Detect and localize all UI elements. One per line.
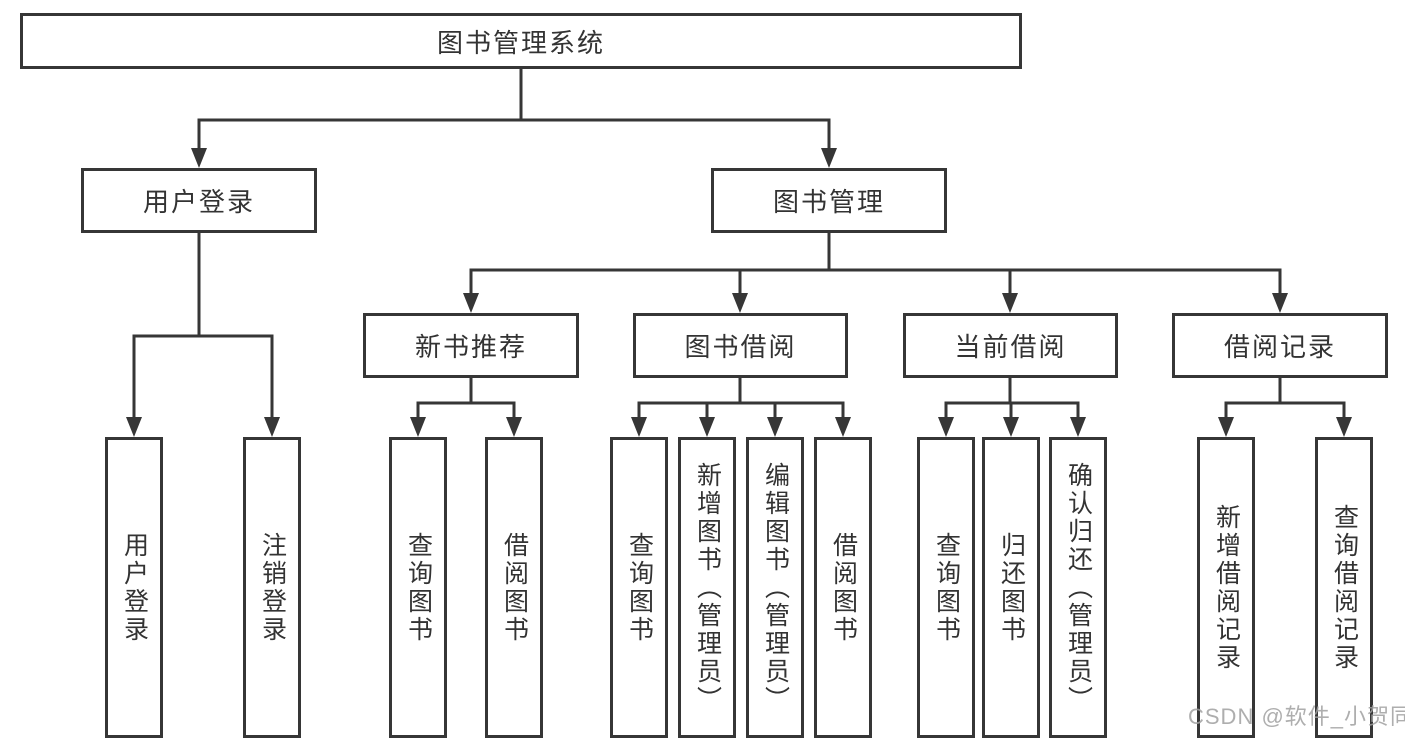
arrow-icon (1272, 293, 1288, 313)
edge-borrowrecord-to-leaves (1224, 401, 1346, 420)
arrow-icon (1002, 293, 1018, 313)
arrow-icon (938, 417, 954, 437)
edge-newbook-to-leaves (416, 401, 516, 420)
node-leaf-query-books-borrow: 查询图书 (610, 437, 668, 738)
node-leaf-return-books: 归还图书 (982, 437, 1040, 738)
node-user-login: 用户登录 (81, 168, 317, 233)
arrow-icon (1336, 417, 1352, 437)
arrow-icon (1070, 417, 1086, 437)
arrow-icon (821, 148, 837, 168)
arrow-icon (631, 417, 647, 437)
node-current-borrowing: 当前借阅 (903, 313, 1118, 378)
arrow-icon (506, 417, 522, 437)
arrow-icon (732, 293, 748, 313)
node-leaf-query-books-recommend: 查询图书 (389, 437, 447, 738)
node-book-management: 图书管理 (711, 168, 947, 233)
node-root: 图书管理系统 (20, 13, 1022, 69)
edge-userlogin-to-leaves (132, 334, 274, 420)
arrow-icon (126, 417, 142, 437)
arrow-icon (835, 417, 851, 437)
node-new-book-recommend: 新书推荐 (363, 313, 579, 378)
node-leaf-add-borrow-record: 新增借阅记录 (1197, 437, 1255, 738)
node-leaf-borrow-books: 借阅图书 (814, 437, 872, 738)
node-leaf-add-book-admin: 新增图书（管理员） (678, 437, 736, 738)
arrow-icon (191, 148, 207, 168)
node-borrowing-records: 借阅记录 (1172, 313, 1388, 378)
arrow-icon (767, 417, 783, 437)
arrow-icon (699, 417, 715, 437)
node-leaf-borrow-books-recommend: 借阅图书 (485, 437, 543, 738)
edge-bookborrow-to-leaves (637, 401, 845, 420)
edge-bookmgmt-to-level3 (469, 268, 1282, 296)
node-leaf-user-login: 用户登录 (105, 437, 163, 738)
node-leaf-query-borrow-record: 查询借阅记录 (1315, 437, 1373, 738)
arrow-icon (1218, 417, 1234, 437)
arrow-icon (264, 417, 280, 437)
watermark: CSDN @软件_小贺同学 (1188, 704, 1405, 729)
node-leaf-confirm-return-admin: 确认归还（管理员） (1049, 437, 1107, 738)
arrow-icon (463, 293, 479, 313)
node-leaf-logout: 注销登录 (243, 437, 301, 738)
arrow-icon (1003, 417, 1019, 437)
edge-root-to-level2 (197, 118, 831, 150)
arrow-icon (410, 417, 426, 437)
node-leaf-edit-book-admin: 编辑图书（管理员） (746, 437, 804, 738)
node-leaf-query-books-current: 查询图书 (917, 437, 975, 738)
node-book-borrowing: 图书借阅 (633, 313, 848, 378)
arrowheads (126, 148, 1352, 437)
